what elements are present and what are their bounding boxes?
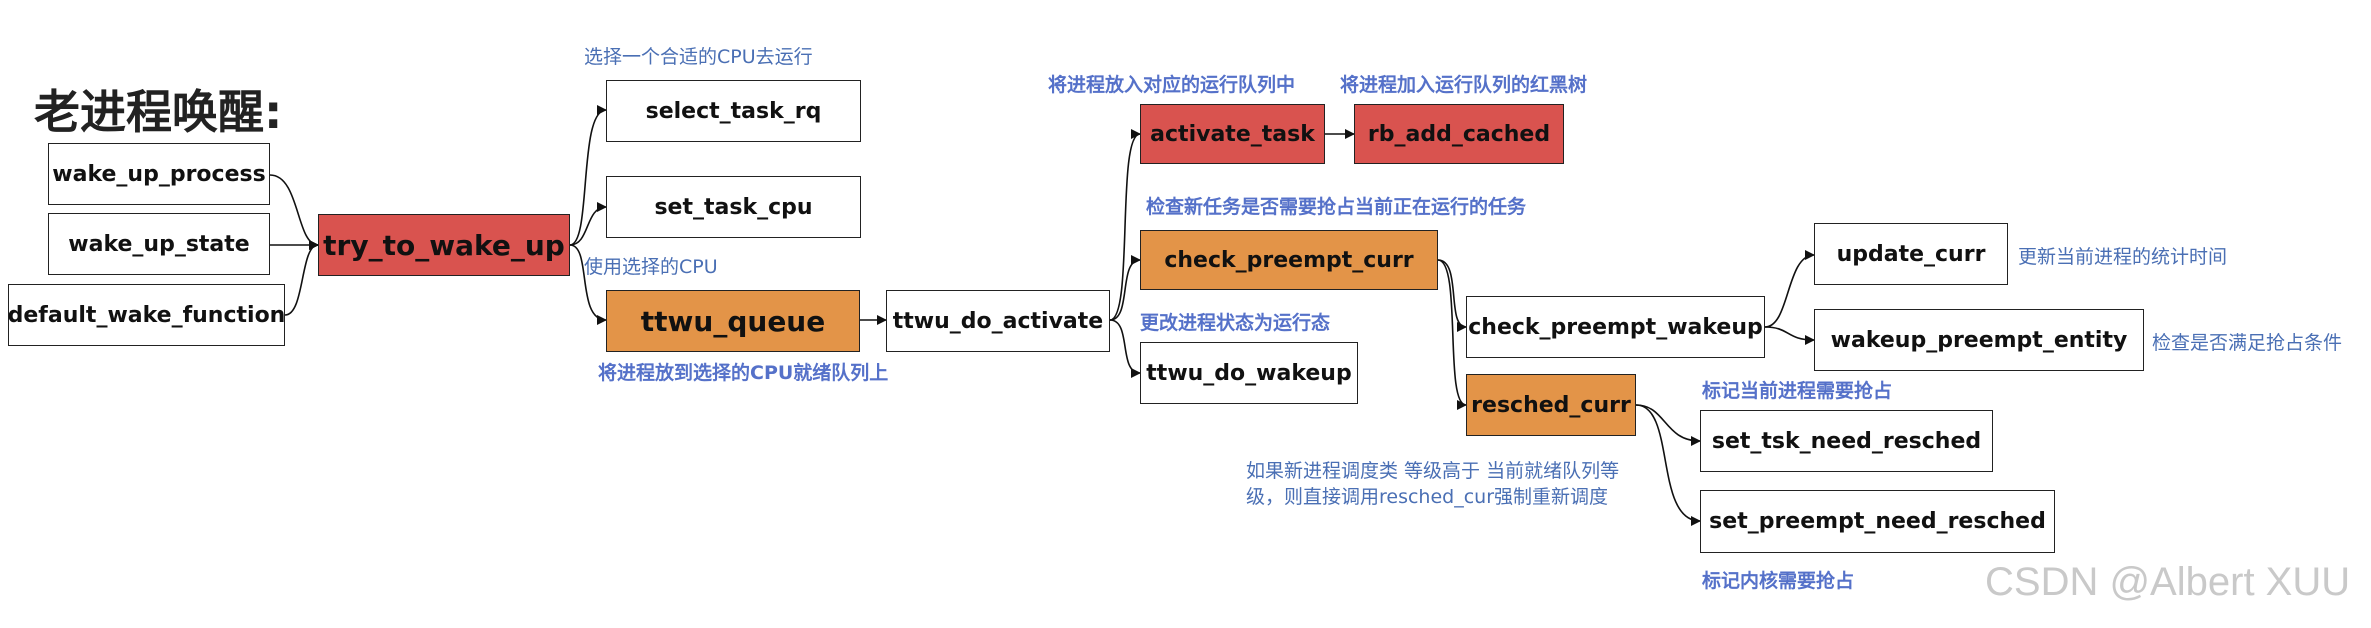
edge-to-activate-task (1109, 129, 1141, 321)
note-use-cpu: 使用选择的CPU (584, 256, 718, 278)
note-mark-current: 标记当前进程需要抢占 (1702, 380, 1893, 402)
box-check-preempt-wakeup: check_preempt_wakeup (1466, 296, 1765, 358)
edge-to-update-curr (1764, 250, 1815, 328)
edge-default-wake-function (284, 240, 319, 316)
box-select-task-rq: select_task_rq (606, 80, 861, 142)
edge-to-ttwu-queue (569, 244, 607, 325)
edge-to-check-preempt-curr (1109, 255, 1141, 321)
box-ttwu-queue: ttwu_queue (606, 290, 860, 352)
box-wake-up-state: wake_up_state (48, 213, 270, 275)
note-put-rq: 将进程放到选择的CPU就绪队列上 (598, 362, 889, 384)
note-mark-kernel: 标记内核需要抢占 (1702, 570, 1855, 592)
edge-to-set-preempt-need-resched (1635, 404, 1701, 526)
box-set-task-cpu: set_task_cpu (606, 176, 861, 238)
box-check-preempt-curr: check_preempt_curr (1140, 230, 1438, 290)
note-update-stats: 更新当前进程的统计时间 (2018, 246, 2228, 268)
note-check-preempt: 检查新任务是否需要抢占当前正在运行的任务 (1146, 196, 1527, 218)
box-set-tsk-need-resched: set_tsk_need_resched (1700, 410, 1993, 472)
box-activate-task: activate_task (1140, 104, 1325, 164)
watermark: CSDN @Albert XUU (1985, 560, 2351, 604)
note-resched-line1: 如果新进程调度类 等级高于 当前就绪队列等 (1246, 460, 1620, 482)
edge-to-wakeup-preempt-entity (1764, 326, 1815, 345)
note-activate: 将进程放入对应的运行队列中 (1048, 74, 1296, 96)
edge-to-select-task-rq (569, 105, 607, 246)
note-select-cpu: 选择一个合适的CPU去运行 (584, 46, 813, 68)
edge-wake-up-process (269, 174, 319, 250)
box-set-preempt-need-resched: set_preempt_need_resched (1700, 490, 2055, 553)
box-update-curr: update_curr (1814, 223, 2008, 285)
note-resched-line2: 级，则直接调用resched_cur强制重新调度 (1246, 486, 1609, 508)
box-default-wake-function: default_wake_function (8, 284, 285, 346)
edge-to-resched-curr (1437, 259, 1467, 410)
edge-to-set-tsk-need-resched (1635, 404, 1701, 446)
box-rb-add-cached: rb_add_cached (1354, 104, 1564, 164)
note-check-cond: 检查是否满足抢占条件 (2152, 332, 2343, 354)
edge-to-check-preempt-wakeup (1437, 259, 1467, 332)
note-change-state: 更改进程状态为运行态 (1140, 312, 1331, 334)
box-try-to-wake-up: try_to_wake_up (318, 214, 570, 276)
page-title: 老进程唤醒: (34, 85, 283, 139)
edge-to-ttwu-do-wakeup (1109, 319, 1141, 378)
edge-to-set-task-cpu (569, 202, 607, 246)
box-ttwu-do-activate: ttwu_do_activate (886, 290, 1110, 352)
box-wakeup-preempt-entity: wakeup_preempt_entity (1814, 309, 2144, 371)
note-rb-tree: 将进程加入运行队列的红黑树 (1340, 74, 1588, 96)
box-ttwu-do-wakeup: ttwu_do_wakeup (1140, 342, 1358, 404)
box-wake-up-process: wake_up_process (48, 143, 270, 205)
box-resched-curr: resched_curr (1466, 374, 1636, 436)
